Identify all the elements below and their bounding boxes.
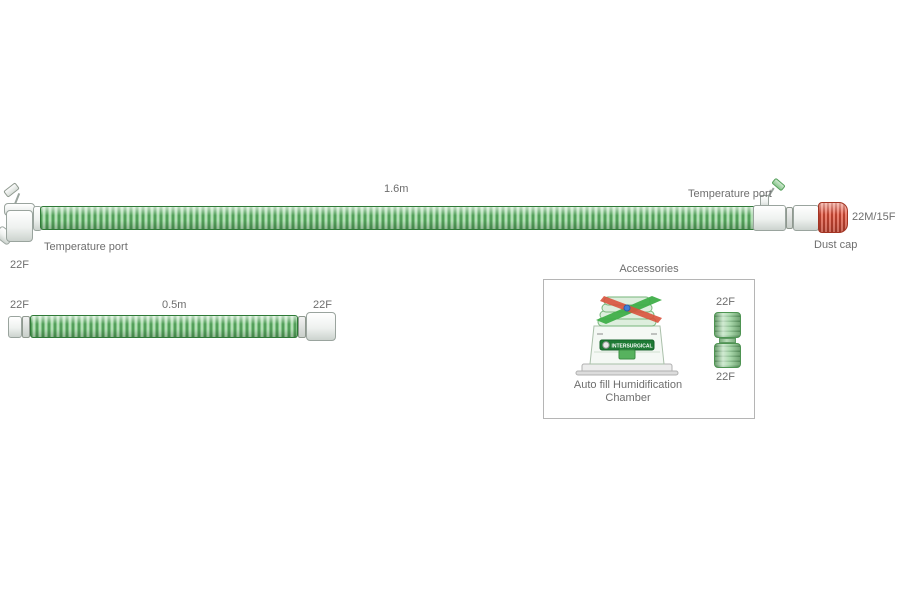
connector-size-label-left: 22F: [10, 259, 29, 271]
short-tube-size-label-left: 22F: [10, 299, 29, 311]
short-tube-cuff-left: [22, 316, 30, 338]
temperature-port-label-left: Temperature port: [44, 241, 128, 253]
connector-22f-top: [714, 312, 741, 338]
connector-size-label-right: 22M/15F: [852, 211, 896, 223]
humidification-chamber-illustration: INTERSURGICAL: [575, 296, 679, 376]
main-tube-length-label: 1.6m: [384, 183, 409, 195]
short-tube-fitting-left: [8, 316, 22, 338]
short-tube-fitting-right: [306, 312, 336, 341]
dust-cap-label: Dust cap: [814, 239, 858, 251]
connector-22f-label-bottom: 22F: [716, 371, 735, 383]
dust-cap: [818, 202, 848, 233]
chamber-caption: Auto fill Humidification Chamber: [573, 379, 683, 404]
temperature-port-label-right: Temperature port: [688, 188, 772, 200]
connector-ring: [786, 207, 793, 229]
short-tube-cuff-right: [298, 316, 306, 338]
temperature-port-housing: [753, 205, 786, 231]
corrugated-tube-short: [30, 315, 298, 338]
connector-22f-label-top: 22F: [716, 296, 735, 308]
connector-22f-waist: [719, 338, 736, 343]
short-tube-length-label: 0.5m: [162, 299, 187, 311]
connector-22f-bottom: [714, 343, 741, 368]
chamber-brand-text: INTERSURGICAL: [611, 344, 652, 350]
corrugated-tube-main: [40, 206, 756, 230]
machine-end-connector: [793, 205, 819, 231]
short-tube-size-label-right: 22F: [313, 299, 332, 311]
patient-elbow-connector: [6, 210, 33, 242]
accessories-title: Accessories: [619, 263, 679, 275]
